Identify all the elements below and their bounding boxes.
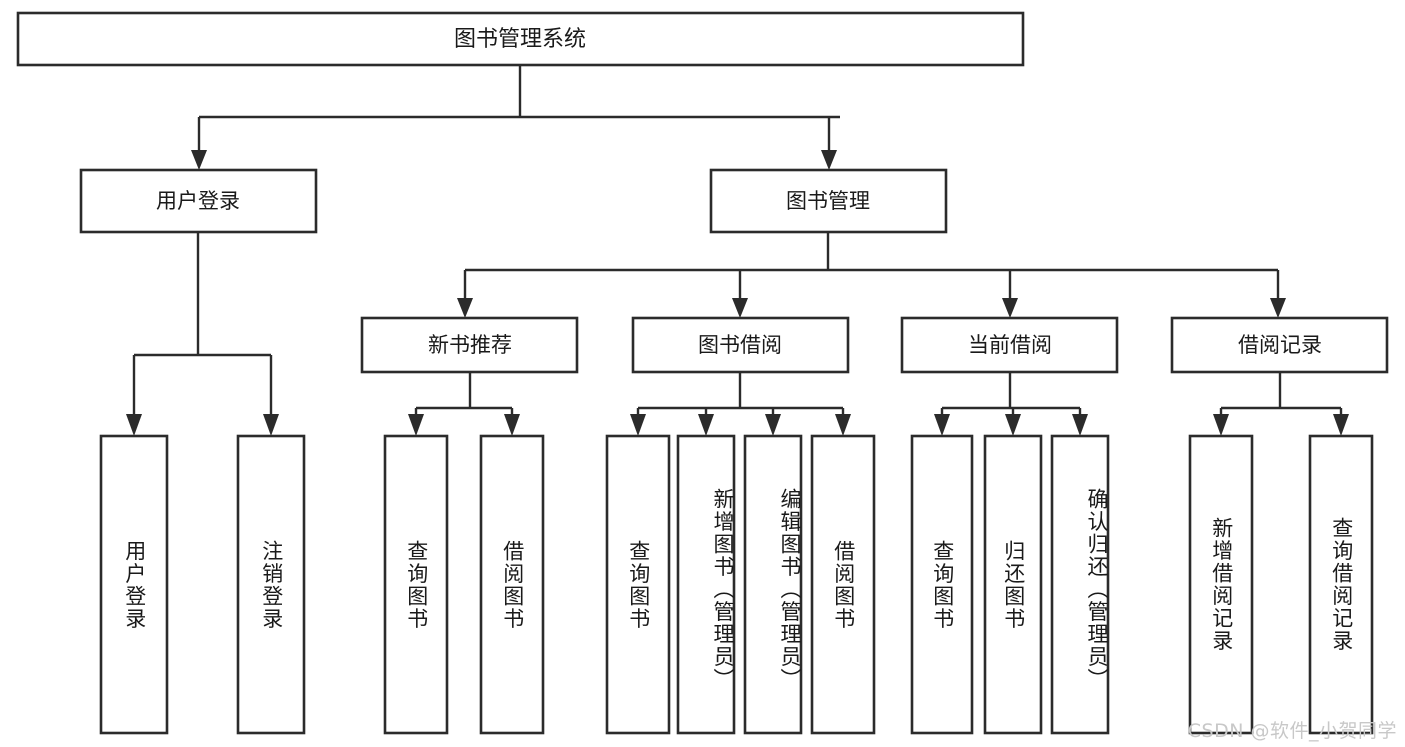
connector-borrow-record-to-leaves bbox=[1213, 372, 1349, 436]
arrow-head-icon bbox=[1005, 414, 1021, 436]
arrow-head-icon bbox=[126, 414, 142, 436]
node-user-login[interactable]: 用户登录 bbox=[79, 168, 318, 234]
connector-root-to-level2 bbox=[191, 65, 840, 170]
connector-book-borrow-to-leaves bbox=[630, 372, 851, 436]
arrow-head-icon bbox=[1333, 414, 1349, 436]
arrow-head-icon bbox=[732, 298, 748, 318]
node-root-box[interactable] bbox=[16, 11, 1025, 67]
arrow-head-icon bbox=[1213, 414, 1229, 436]
leaf-box-query-book-borrow[interactable] bbox=[605, 434, 671, 735]
arrow-head-icon bbox=[765, 414, 781, 436]
leaf-box-add-borrow-record[interactable] bbox=[1188, 434, 1254, 735]
arrow-head-icon bbox=[1002, 298, 1018, 318]
arrow-head-icon bbox=[1072, 414, 1088, 436]
node-book-borrow[interactable]: 图书借阅 bbox=[631, 316, 850, 374]
arrow-head-icon bbox=[457, 298, 473, 318]
node-root[interactable]: 图书管理系统 bbox=[16, 11, 1025, 67]
arrow-head-icon bbox=[934, 414, 950, 436]
leaf-box-borrow-book-recommend[interactable] bbox=[479, 434, 545, 735]
arrow-head-icon bbox=[835, 414, 851, 436]
leaf-box-confirm-return-admin[interactable] bbox=[1050, 434, 1110, 735]
connector-book-management-to-level3 bbox=[457, 232, 1286, 318]
arrow-head-icon bbox=[191, 150, 207, 170]
node-user-login-label: 用户登录 bbox=[156, 189, 240, 213]
node-current-borrow[interactable]: 当前借阅 bbox=[900, 316, 1119, 374]
node-current-borrow-label: 当前借阅 bbox=[968, 333, 1052, 357]
node-user-login-box[interactable] bbox=[79, 168, 318, 234]
connector-current-borrow-to-leaves bbox=[934, 372, 1088, 436]
arrow-head-icon bbox=[698, 414, 714, 436]
node-new-book-recommend-label: 新书推荐 bbox=[428, 333, 512, 357]
node-new-book-recommend-box[interactable] bbox=[360, 316, 579, 374]
connector-new-book-recommend-to-leaves bbox=[408, 372, 520, 436]
node-book-management-label: 图书管理 bbox=[786, 189, 870, 213]
arrow-head-icon bbox=[630, 414, 646, 436]
leaf-box-query-borrow-record[interactable] bbox=[1308, 434, 1374, 735]
connector-user-login-to-leaves bbox=[126, 232, 279, 436]
arrow-head-icon bbox=[408, 414, 424, 436]
leaf-box-query-book-current[interactable] bbox=[910, 434, 974, 735]
leaf-box-query-book-recommend[interactable] bbox=[383, 434, 449, 735]
leaf-box-edit-book-admin[interactable] bbox=[743, 434, 803, 735]
leaf-box-borrow-book[interactable] bbox=[810, 434, 876, 735]
arrow-head-icon bbox=[821, 150, 837, 170]
arrow-head-icon bbox=[263, 414, 279, 436]
node-borrow-record-label: 借阅记录 bbox=[1238, 333, 1322, 357]
node-book-borrow-label: 图书借阅 bbox=[698, 333, 782, 357]
leaf-box-return-book[interactable] bbox=[983, 434, 1043, 735]
leaf-box-add-book-admin[interactable] bbox=[676, 434, 736, 735]
node-current-borrow-box[interactable] bbox=[900, 316, 1119, 374]
watermark-text: CSDN @软件_小贺同学 bbox=[1187, 720, 1397, 742]
arrow-head-icon bbox=[504, 414, 520, 436]
node-borrow-record[interactable]: 借阅记录 bbox=[1170, 316, 1389, 374]
node-root-label: 图书管理系统 bbox=[454, 27, 586, 52]
arrow-head-icon bbox=[1270, 298, 1286, 318]
node-new-book-recommend[interactable]: 新书推荐 bbox=[360, 316, 579, 374]
node-book-management[interactable]: 图书管理 bbox=[709, 168, 948, 234]
leaf-box-logout[interactable] bbox=[236, 434, 306, 735]
leaf-boxes bbox=[99, 434, 1374, 735]
leaf-box-user-login[interactable] bbox=[99, 434, 169, 735]
